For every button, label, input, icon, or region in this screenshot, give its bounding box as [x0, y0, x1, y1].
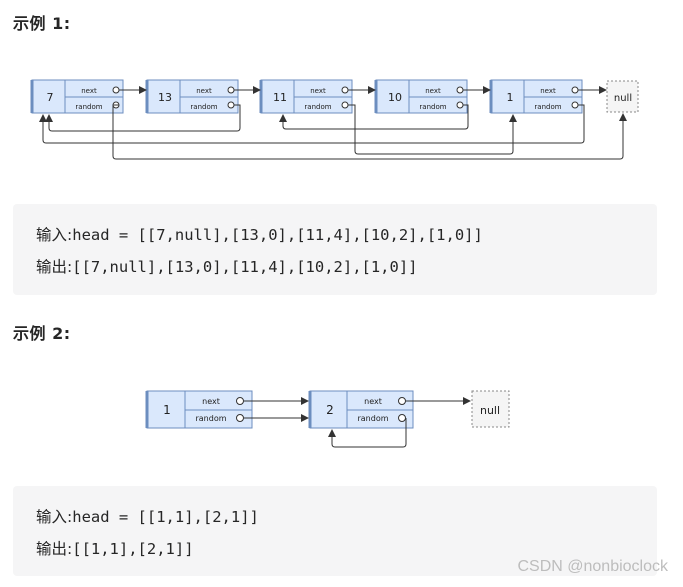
example-1-code-block: 输入:head = [[7,null],[13,0],[11,4],[10,2]… [13, 204, 657, 295]
list-node: 13 next random [145, 79, 239, 114]
node-random-label: random [534, 103, 561, 111]
node-next-label: next [202, 397, 220, 406]
null-label: null [480, 404, 500, 417]
random-pointer-arrow [45, 104, 241, 132]
random-pointer-arrow [39, 104, 585, 144]
node-next-label: next [364, 397, 382, 406]
input-line: 输入:head = [[1,1],[2,1]] [36, 508, 259, 526]
random-pointer-arrow [112, 104, 627, 160]
node-next-label: next [540, 87, 556, 95]
null-node: null [471, 390, 510, 428]
list-node: 7 next random [30, 79, 124, 114]
node-value: 7 [47, 91, 54, 104]
node-next-label: next [310, 87, 326, 95]
list-node: 11 next random [259, 79, 353, 114]
node-random-label: random [190, 103, 217, 111]
node-random-label: random [304, 103, 331, 111]
null-label: null [614, 93, 632, 104]
example-1-heading: 示例 1: [13, 14, 71, 33]
null-node: null [606, 80, 639, 113]
node-value: 2 [326, 403, 334, 417]
node-value: 11 [273, 91, 287, 104]
list-node: 2 next random [308, 390, 414, 429]
input-line: 输入:head = [[7,null],[13,0],[11,4],[10,2]… [36, 226, 483, 244]
example-1-diagram: 7 next random 13 next random 11 next r [30, 79, 639, 160]
output-line: 输出:[[7,null],[13,0],[11,4],[10,2],[1,0]] [36, 258, 418, 276]
node-random-label: random [195, 414, 226, 423]
node-value: 1 [163, 403, 171, 417]
node-value: 10 [388, 91, 402, 104]
example-2-diagram: 1 next random 2 next random null [145, 390, 510, 448]
node-next-label: next [81, 87, 97, 95]
node-random-label: random [75, 103, 102, 111]
node-next-label: next [196, 87, 212, 95]
random-pointer-arrow [348, 104, 517, 155]
node-random-label: random [419, 103, 446, 111]
node-value: 1 [507, 91, 514, 104]
node-random-label: random [357, 414, 388, 423]
node-value: 13 [158, 91, 172, 104]
list-node: 10 next random [374, 79, 468, 114]
random-pointer-arrow [279, 104, 469, 130]
node-next-label: next [425, 87, 441, 95]
output-line: 输出:[[1,1],[2,1]] [36, 540, 194, 558]
list-node: 1 next random [489, 79, 583, 114]
watermark: CSDN @nonbioclock [517, 558, 668, 575]
list-node: 1 next random [145, 390, 253, 429]
example-2-heading: 示例 2: [13, 324, 71, 343]
example-2-code-block: 输入:head = [[1,1],[2,1]] 输出:[[1,1],[2,1]] [13, 486, 657, 576]
random-pointer-arrow [328, 418, 407, 448]
